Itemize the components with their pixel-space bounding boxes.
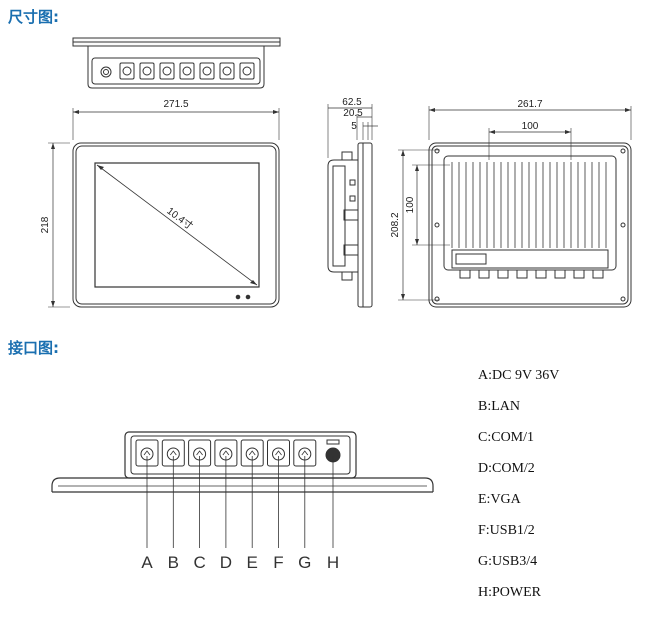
back-view-port [478,269,490,279]
port-letter-e: E [247,553,258,572]
back-view-port [497,269,509,279]
port-letter-d: D [220,553,232,572]
side-20-5-label: 20.5 [343,108,363,119]
legend-item: G:USB3/4 [478,554,538,569]
back-view-port [459,269,471,279]
back-width-label: 261.7 [517,99,542,110]
dimension-drawing-title: 尺寸图: [8,8,59,26]
top-view-port [159,62,175,80]
legend-item: B:LAN [478,399,520,414]
top-view-port [239,62,255,80]
top-view-port [179,62,195,80]
interface-drawing-title: 接口图: [8,339,59,357]
back-view-port [535,269,547,279]
back-view-port [554,269,566,279]
port-letter-b: B [168,553,179,572]
side-depth-label: 62.5 [342,97,362,108]
legend-item: H:POWER [478,585,541,600]
legend-item: E:VGA [478,492,521,507]
back-view-drawing [398,106,632,308]
top-view-port [119,62,135,80]
back-view-port [516,269,528,279]
power-connector [325,439,341,463]
front-width-label: 271.5 [163,99,188,110]
legend-item: A:DC 9V 36V [478,368,560,383]
top-view-port [139,62,155,80]
port-letter-a: A [141,553,153,572]
back-mount-vertical-label: 100 [405,196,416,213]
back-view-port [573,269,585,279]
screen-diagonal-label: 10.4寸 [164,204,195,232]
port-letter-g: G [298,553,311,572]
back-mount-horizontal-label: 100 [522,121,539,132]
legend-item: C:COM/1 [478,430,535,445]
port-letter-h: H [327,553,339,572]
front-view-drawing [48,108,280,308]
side-5-label: 5 [351,121,357,132]
front-height-label: 218 [40,216,51,233]
top-view-port [199,62,215,80]
top-view-port [219,62,235,80]
legend-item: D:COM/2 [478,461,535,476]
port-letter-f: F [273,553,283,572]
back-height-label: 208.2 [390,212,401,237]
side-view-drawing [327,104,378,308]
back-view-port [592,269,604,279]
legend-item: F:USB1/2 [478,523,535,538]
port-letter-c: C [193,553,205,572]
top-view-drawing [72,37,281,89]
